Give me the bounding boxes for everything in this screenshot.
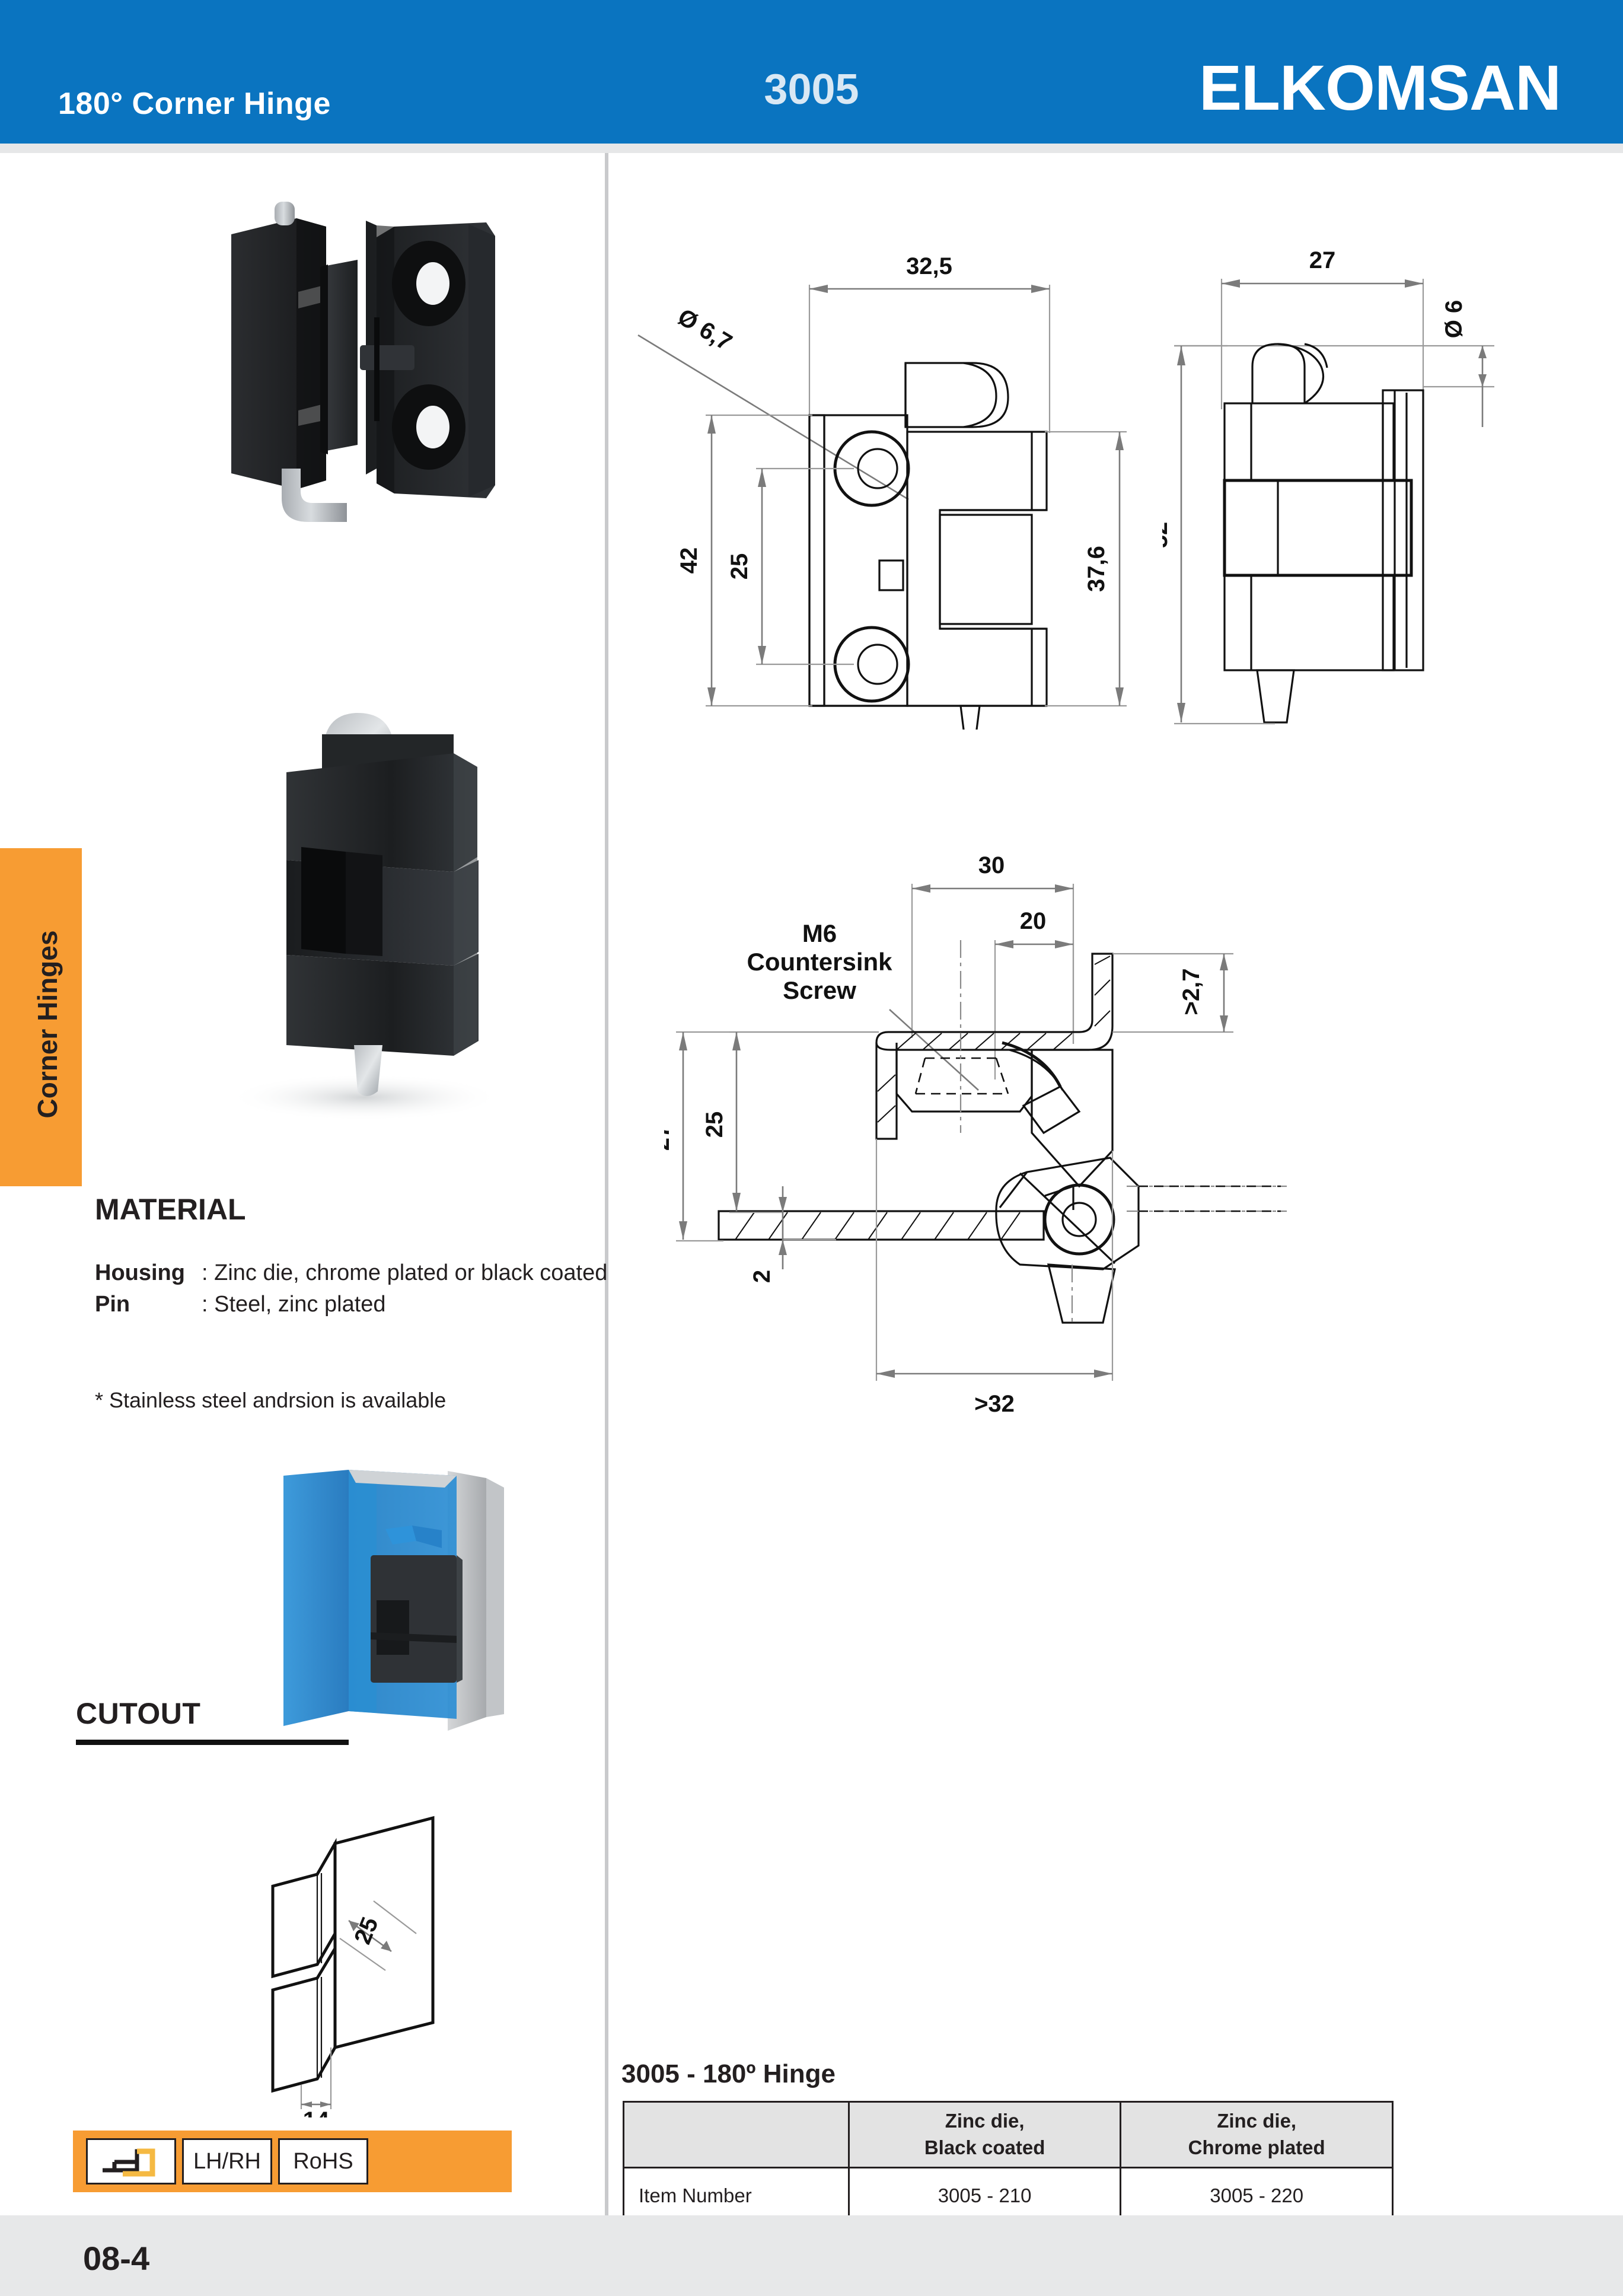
- section-dim-gt32: >32: [974, 1391, 1015, 1417]
- table-row: Item Number 3005 - 210 3005 - 220: [623, 2167, 1394, 2225]
- side-dim-pin-dia: Ø 6: [1441, 300, 1467, 338]
- material-row-pin: Pin: Steel, zinc plated: [95, 1292, 386, 1317]
- table-header-blank: [623, 2101, 850, 2168]
- section-note-l2: Countersink: [747, 948, 892, 976]
- product-photo-installation: [208, 1465, 522, 1753]
- category-tab-label: Corner Hinges: [32, 930, 63, 1119]
- front-dim-width: 32,5: [906, 253, 952, 279]
- badge-lh-rh: LH/RH: [182, 2138, 272, 2184]
- header-product-type: 180° Corner Hinge: [58, 87, 331, 121]
- section-dim-27: 27: [664, 1125, 674, 1151]
- category-tab: [0, 848, 82, 1186]
- page-header: [0, 0, 1623, 144]
- cutout-heading: CUTOUT: [76, 1697, 201, 1730]
- part-number-table: Zinc die, Black coated Zinc die, Chrome …: [623, 2101, 1394, 2225]
- table-header-chrome-l2: Chrome plated: [1188, 2136, 1325, 2158]
- page-number: 08-4: [83, 2240, 150, 2277]
- side-dim-width: 27: [1309, 247, 1336, 273]
- table-row-label: Item Number: [623, 2167, 850, 2225]
- cutout-dim-14: 14: [303, 2107, 330, 2117]
- front-dim-hole-spacing: 25: [726, 553, 752, 580]
- front-dim-height: 42: [676, 547, 702, 574]
- side-view-drawing: 27 Ø 6 52: [1162, 231, 1577, 730]
- side-dim-height: 52: [1162, 522, 1172, 549]
- section-dim-gt27: >2,7: [1178, 969, 1204, 1015]
- material-row-housing: Housing: Zinc die, chrome plated or blac…: [95, 1260, 607, 1286]
- product-photo-hinge-open: [199, 190, 531, 522]
- brand-logo: ELKOMSAN: [1199, 52, 1561, 123]
- cutout-drawing: 25 14: [196, 1756, 528, 2117]
- badge-rohs: RoHS: [278, 2138, 368, 2184]
- front-dim-height-right: 37,6: [1083, 546, 1109, 592]
- section-view-drawing: 30 20 M6 Countersink Screw: [664, 854, 1287, 1447]
- material-note: * Stainless steel andrsion is available: [95, 1388, 447, 1412]
- material-key-housing: Housing: [95, 1260, 185, 1285]
- column-divider: [605, 153, 608, 2217]
- table-header-chrome-l1: Zinc die,: [1217, 2110, 1297, 2132]
- product-photo-hinge-closed: [205, 682, 531, 1133]
- material-sep-pin: :: [202, 1292, 208, 1317]
- material-value-housing: Zinc die, chrome plated or black coated: [214, 1260, 608, 1285]
- table-cell-chrome-plated: 3005 - 220: [1120, 2167, 1394, 2225]
- header-product-code: 3005: [764, 66, 859, 113]
- section-dim-2: 2: [749, 1270, 775, 1283]
- table-title: 3005 - 180º Hinge: [621, 2059, 836, 2088]
- cutout-underline: [76, 1740, 349, 1745]
- section-note-l3: Screw: [783, 976, 856, 1004]
- front-view-drawing: 32,5 Ø 6,7 42 25 37,6: [617, 231, 1150, 730]
- section-dim-30: 30: [978, 854, 1005, 878]
- section-dim-20: 20: [1020, 908, 1047, 934]
- table-header-chrome-plated: Zinc die, Chrome plated: [1120, 2101, 1394, 2168]
- material-sep-housing: :: [202, 1260, 208, 1285]
- material-value-pin: Steel, zinc plated: [214, 1292, 386, 1317]
- table-header-row: Zinc die, Black coated Zinc die, Chrome …: [623, 2101, 1394, 2168]
- section-note-l1: M6: [802, 919, 837, 947]
- section-dim-25: 25: [702, 1112, 728, 1138]
- table-header-black-coated: Zinc die, Black coated: [847, 2101, 1122, 2168]
- front-dim-hole-dia: Ø 6,7: [673, 304, 736, 356]
- material-heading: MATERIAL: [95, 1193, 246, 1226]
- page-footer: [0, 2215, 1623, 2296]
- table-header-black-l1: Zinc die,: [945, 2110, 1025, 2132]
- header-underline: [0, 144, 1623, 153]
- corner-hinge-icon: [86, 2138, 176, 2184]
- table-header-black-l2: Black coated: [924, 2136, 1045, 2158]
- material-key-pin: Pin: [95, 1292, 130, 1317]
